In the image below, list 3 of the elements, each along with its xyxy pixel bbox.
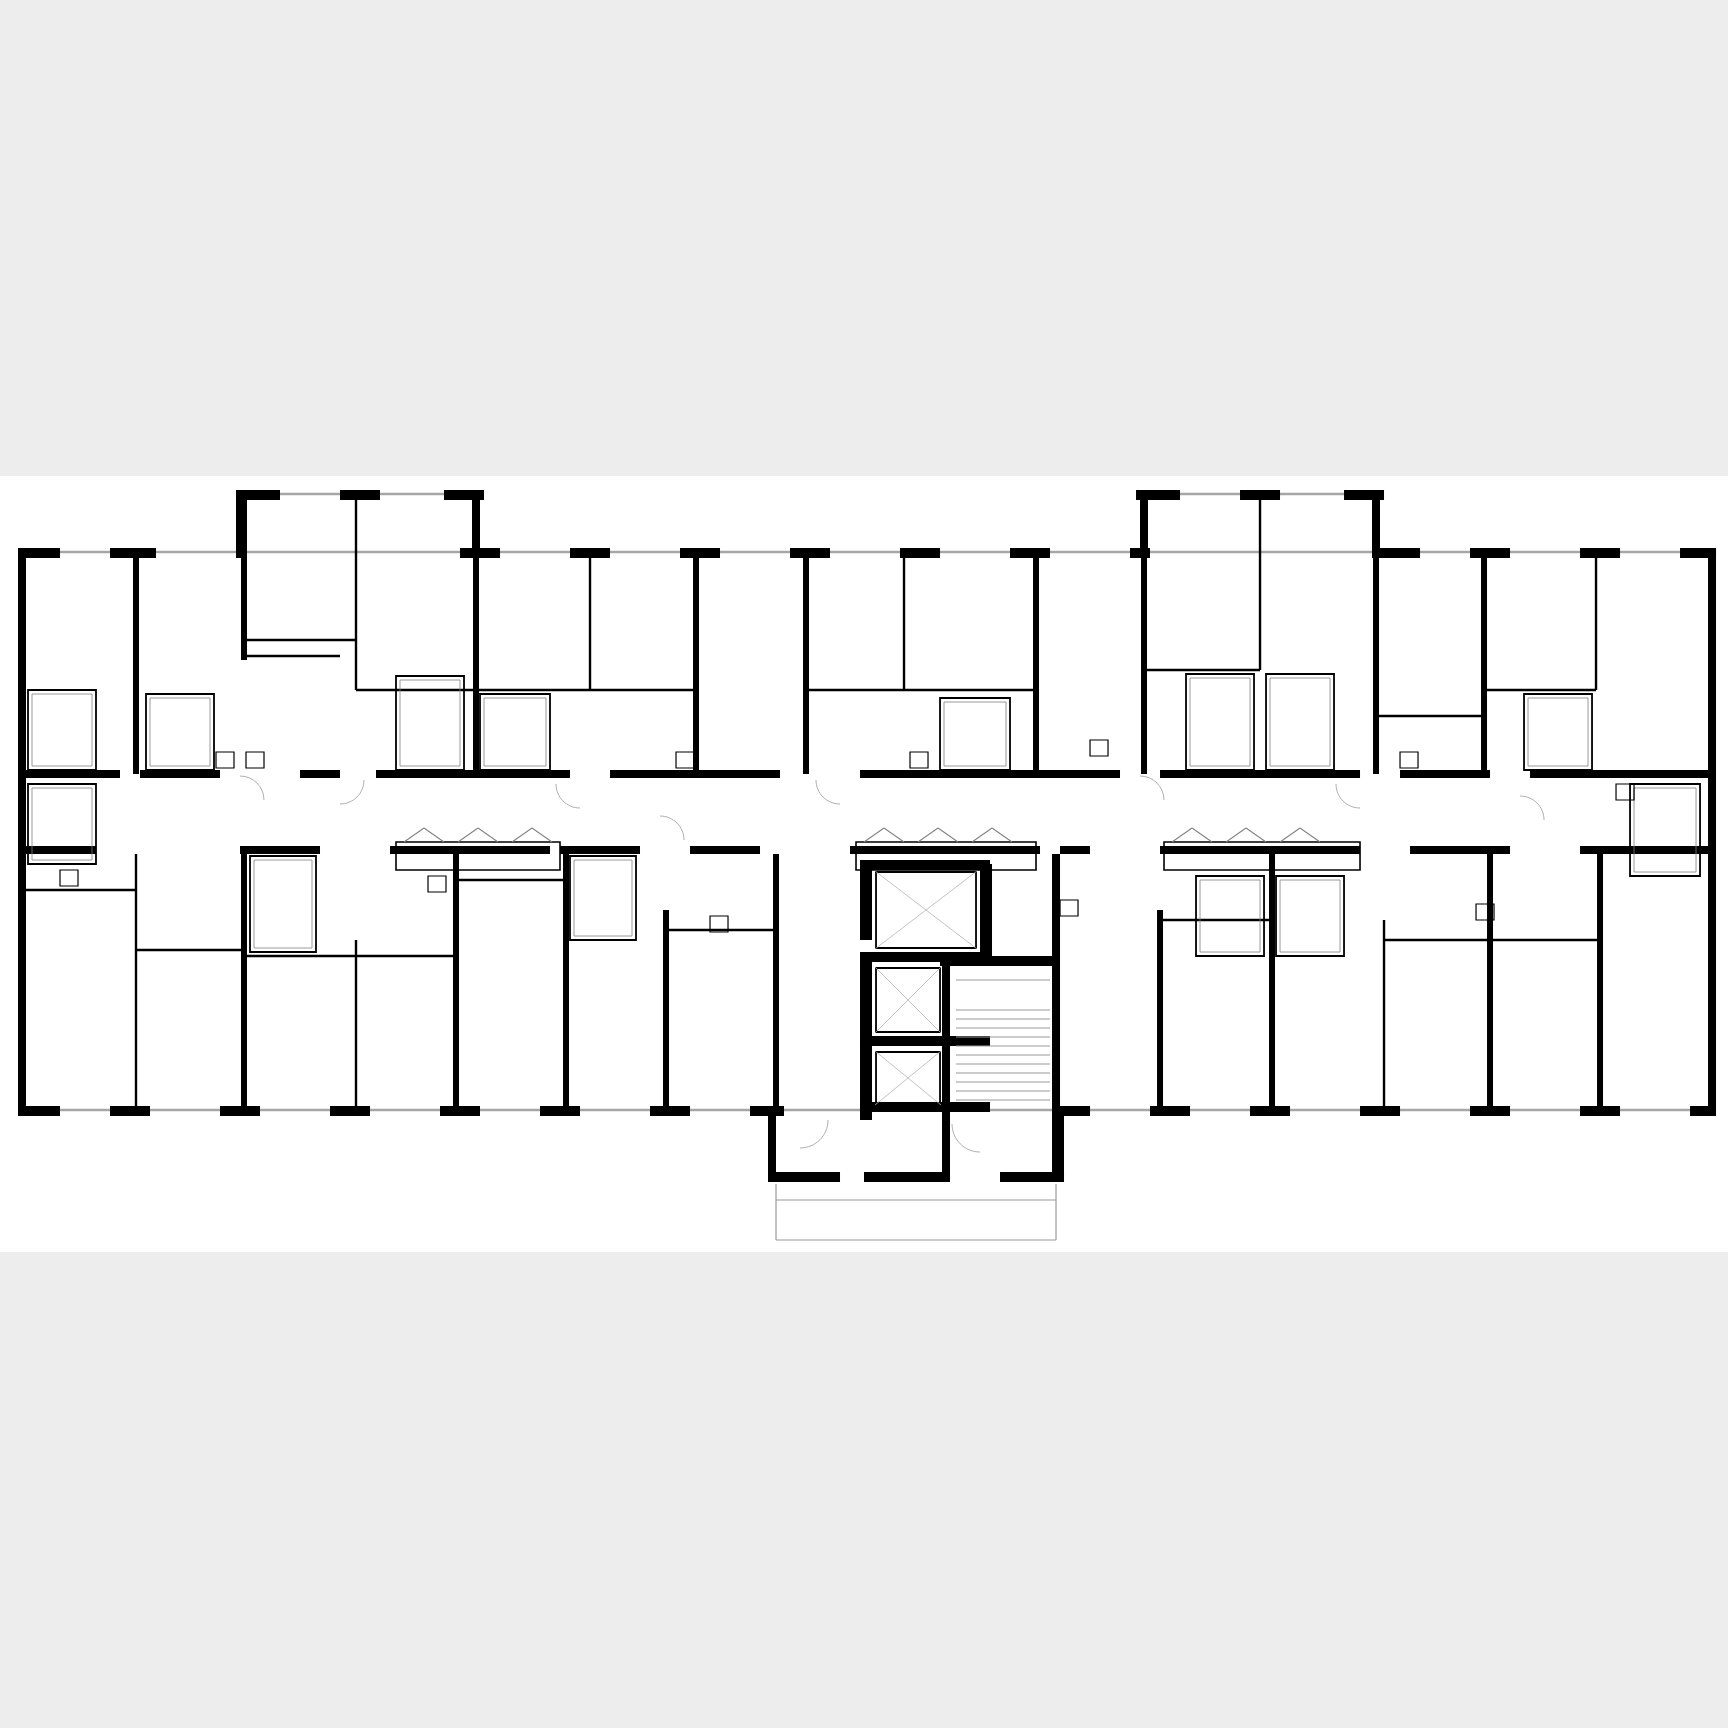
- elevator-shaft: [874, 870, 978, 950]
- elevator-shaft: [874, 966, 942, 1034]
- elevator-shaft: [874, 1050, 942, 1106]
